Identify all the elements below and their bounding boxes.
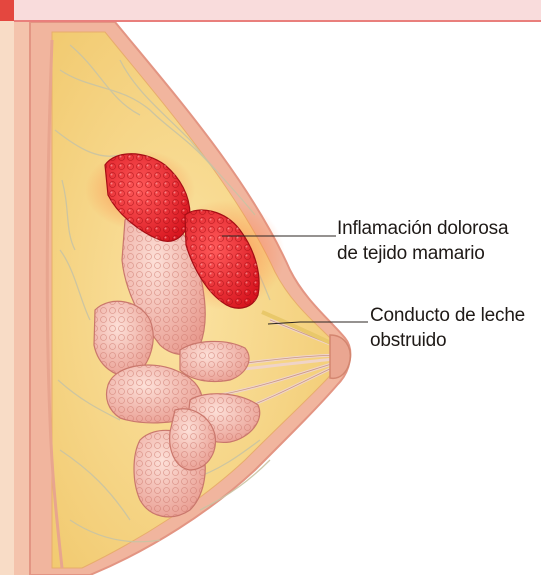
side-decorative-band	[0, 0, 14, 575]
label-inflammation: Inflamación dolorosa de tejido mamario	[337, 216, 537, 266]
breast-cross-section-illustration	[14, 22, 541, 575]
top-decorative-band	[0, 0, 541, 22]
corner-accent	[0, 0, 14, 21]
label-obstructed-duct: Conducto de leche obstruido	[370, 303, 538, 353]
